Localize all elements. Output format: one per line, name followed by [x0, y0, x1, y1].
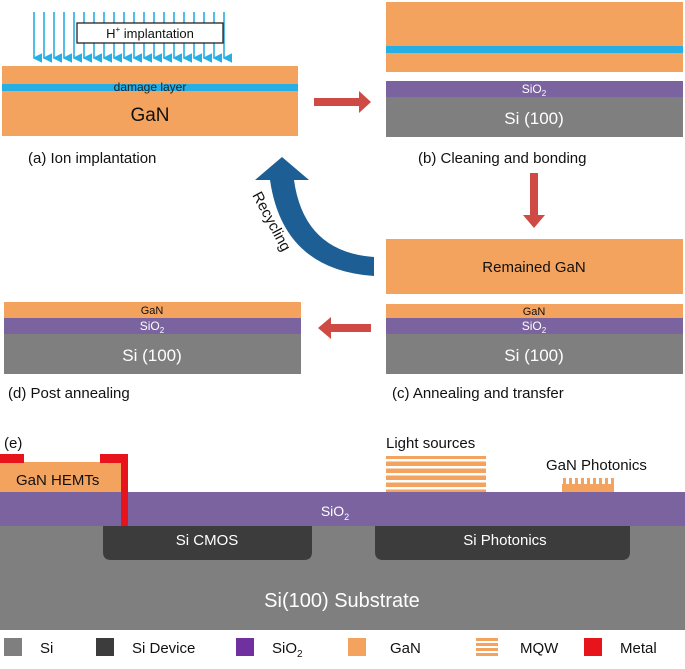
si-substrate-c	[386, 334, 683, 374]
grating-base	[562, 484, 614, 492]
substrate-label: Si(100) Substrate	[264, 590, 420, 612]
sio2-label-d: SiO2	[140, 319, 165, 335]
remained-gan-wafer	[386, 239, 683, 294]
panel-d: GaN SiO2 Si (100) (d) Post annealing	[4, 302, 301, 402]
gan-label-d: GaN	[141, 305, 164, 317]
panel-b: SiO2 Si (100) (b) Cleaning and bonding	[386, 2, 683, 167]
sio2-label-c: SiO2	[522, 319, 547, 335]
grating-tooth	[611, 478, 614, 485]
grating-tooth	[563, 478, 566, 485]
implantation-label-box	[76, 22, 224, 44]
recycling-arrow: Recycling	[248, 157, 374, 276]
legend-si-device-label: Si Device	[132, 640, 195, 657]
panel-e-tag: (e)	[4, 435, 22, 452]
legend-gan-swatch	[348, 638, 366, 656]
si-label-c: Si (100)	[504, 346, 564, 365]
si-photonics-label: Si Photonics	[463, 532, 546, 549]
implantation-label: H+ implantation	[106, 25, 194, 41]
sio2-label-e: SiO2	[321, 503, 349, 522]
legend-sio2-swatch	[236, 638, 254, 656]
mqw-stripe	[386, 473, 486, 476]
si-cmos-well	[103, 526, 312, 560]
gan-hemt-layer	[0, 462, 127, 492]
legend-mqw-label: MQW	[520, 640, 559, 657]
metal-right-contact	[100, 454, 128, 526]
legend: Si Si Device SiO2 GaN MQW Metal	[4, 638, 657, 660]
mqw-stripe	[386, 459, 486, 462]
gan-layer-c	[386, 304, 683, 318]
gan-hemt-label: GaN HEMTs	[16, 472, 99, 489]
legend-metal-swatch	[584, 638, 602, 656]
arrow-a-to-b	[314, 91, 371, 113]
si-cmos-label: Si CMOS	[176, 532, 239, 549]
legend-sio2-label: SiO2	[272, 640, 303, 660]
mqw-stack	[386, 456, 486, 492]
grating-tooth	[575, 478, 578, 485]
legend-gan-label: GaN	[390, 640, 421, 657]
grating-tooth	[605, 478, 608, 485]
caption-d: (d) Post annealing	[8, 385, 130, 402]
legend-mqw-swatch	[476, 638, 498, 656]
si-photonics-well	[375, 526, 630, 560]
panel-e: (e) Si CMOS Si Photonics Si(100) Substra…	[0, 435, 685, 630]
legend-mqw-stripe	[476, 646, 498, 648]
gan-wafer-b	[386, 2, 683, 72]
grating-tooth	[581, 478, 584, 485]
gan-layer-d	[4, 302, 301, 318]
damage-layer-b	[386, 46, 683, 53]
caption-c: (c) Annealing and transfer	[392, 385, 564, 402]
si-label-b: Si (100)	[504, 109, 564, 128]
damage-layer	[2, 84, 298, 91]
grating-tooth	[587, 478, 590, 485]
gan-label-c: GaN	[523, 306, 546, 318]
panel-a: H+ implantation damage layer GaN (a) Ion…	[2, 12, 298, 167]
gan-wafer-a	[2, 66, 298, 136]
sio2-layer-e	[0, 492, 685, 526]
arrow-b-to-c	[523, 173, 545, 228]
sio2-layer-c	[386, 318, 683, 334]
legend-mqw-stripe	[476, 651, 498, 653]
grating-tooth	[599, 478, 602, 485]
sio2-layer-b	[386, 81, 683, 97]
sio2-layer-d	[4, 318, 301, 334]
legend-si-swatch	[4, 638, 22, 656]
gan-photonics-grating	[562, 478, 614, 492]
gan-photonics-label: GaN Photonics	[546, 457, 647, 474]
damage-layer-label: damage layer	[114, 80, 187, 94]
metal-left-contact	[0, 454, 24, 463]
light-sources-label: Light sources	[386, 435, 475, 452]
caption-b: (b) Cleaning and bonding	[418, 150, 586, 167]
legend-si-label: Si	[40, 640, 53, 657]
legend-si-device-swatch	[96, 638, 114, 656]
mqw-stripe	[386, 480, 486, 483]
si-substrate-d	[4, 334, 301, 374]
legend-metal-label: Metal	[620, 640, 657, 657]
panel-c: Remained GaN GaN SiO2 Si (100) (c) Annea…	[386, 239, 683, 402]
sio2-label-b: SiO2	[522, 82, 547, 98]
legend-mqw-stripe	[476, 641, 498, 643]
gan-label-a: GaN	[130, 105, 169, 126]
si-substrate-b	[386, 97, 683, 137]
remained-gan-label: Remained GaN	[482, 259, 585, 276]
grating-tooth	[569, 478, 572, 485]
si-label-d: Si (100)	[122, 346, 182, 365]
mqw-stripe	[386, 487, 486, 490]
caption-a: (a) Ion implantation	[28, 150, 156, 167]
arrow-c-to-d	[318, 317, 371, 339]
mqw-stripe	[386, 466, 486, 469]
grating-tooth	[593, 478, 596, 485]
